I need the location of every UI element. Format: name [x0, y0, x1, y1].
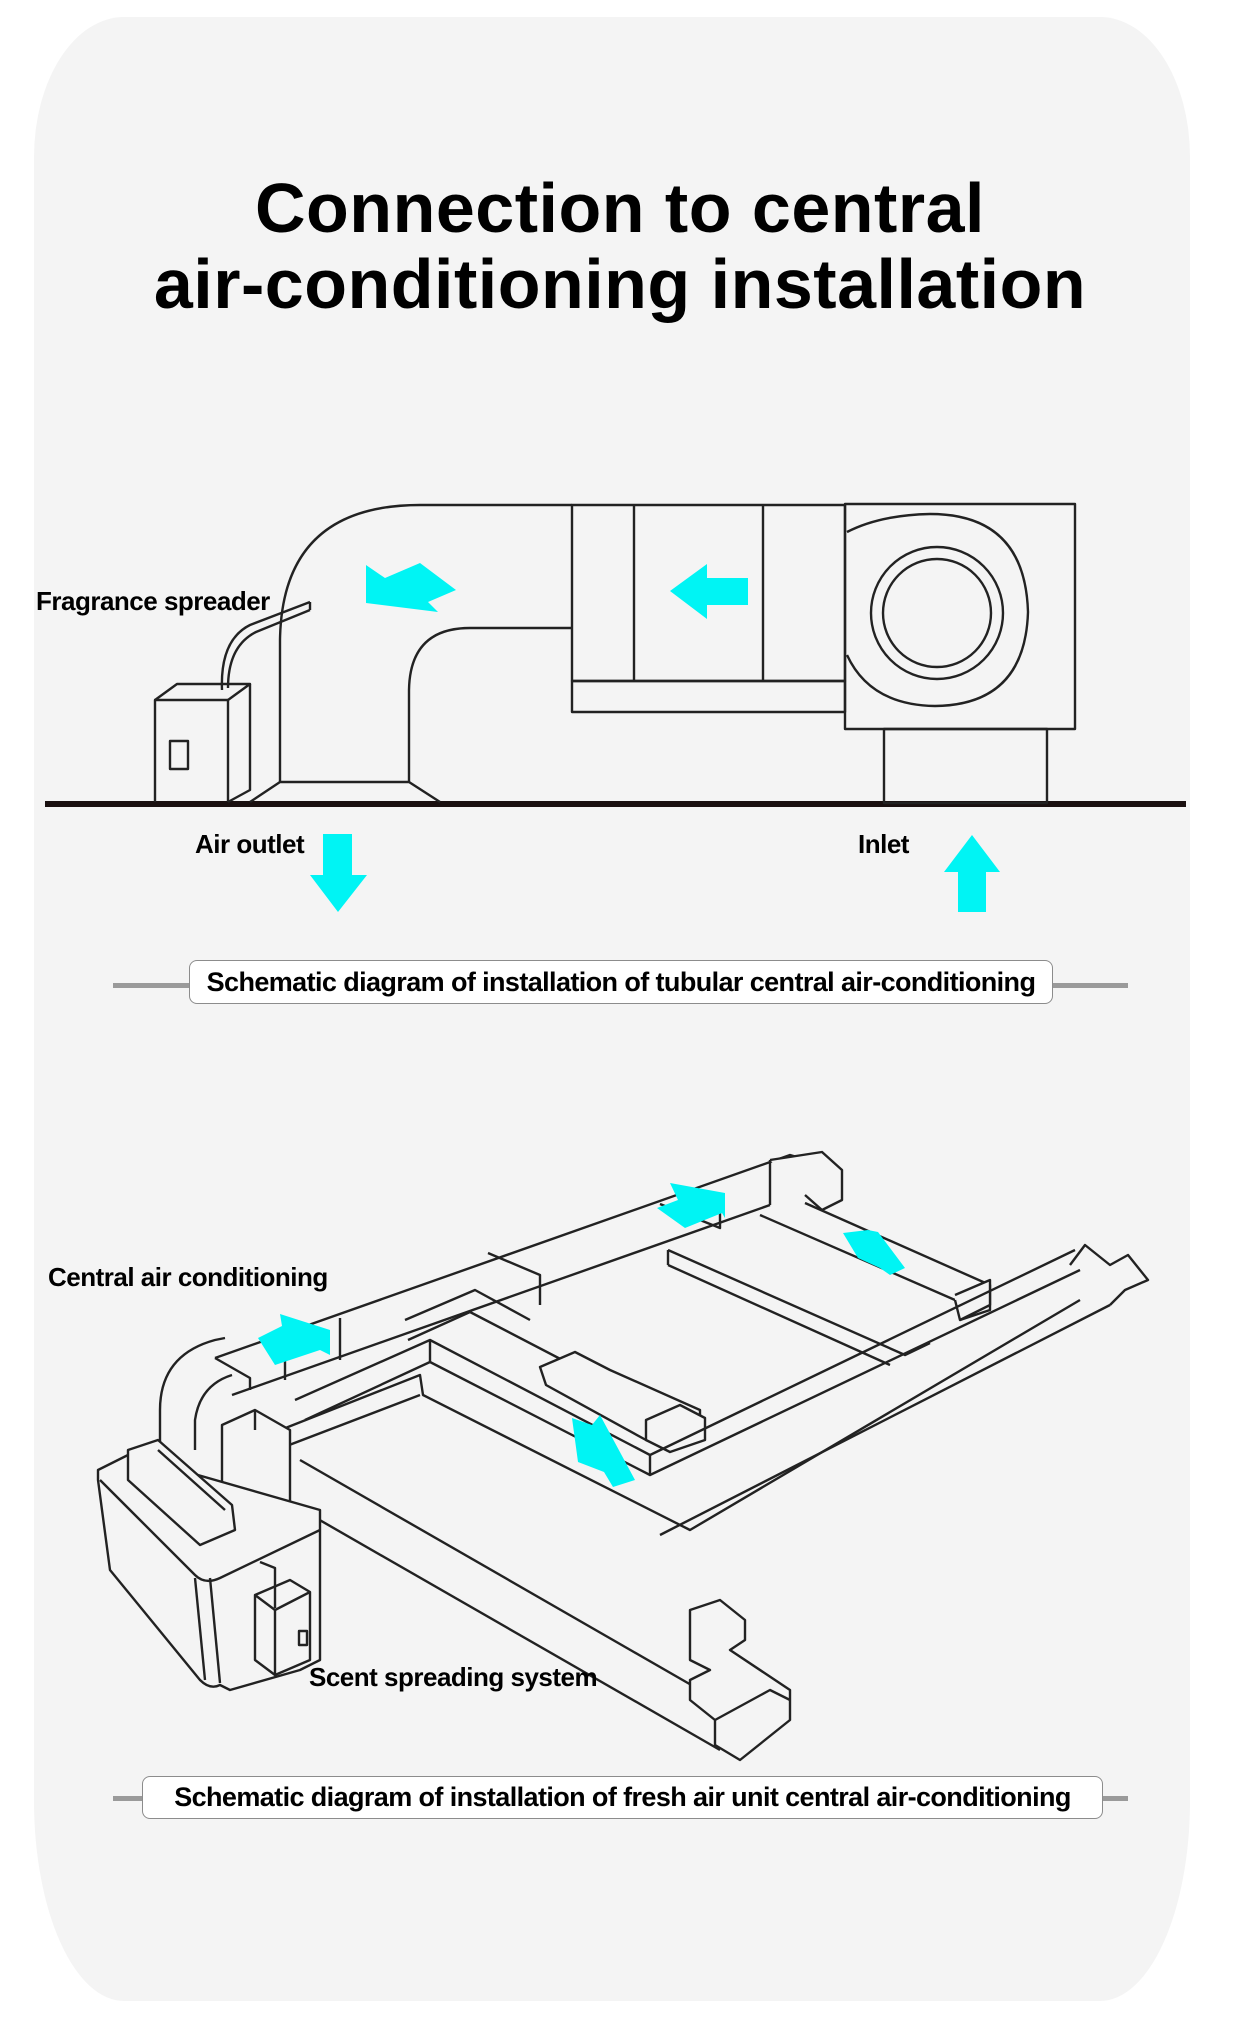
- title-line-1: Connection to central: [255, 169, 985, 247]
- label-inlet: Inlet: [858, 829, 909, 859]
- label-fragrance-spreader: Fragrance spreader: [36, 586, 270, 616]
- tubular-ac-diagram: [45, 502, 1186, 912]
- page-title: Connection to central air-conditioning i…: [0, 170, 1240, 322]
- coil-section: [570, 503, 847, 714]
- airflow-arrow-left-icon: [670, 564, 748, 619]
- inlet-arrow-up-icon: [944, 835, 1000, 912]
- title-line-2: air-conditioning installation: [153, 245, 1087, 323]
- elbow-duct: [249, 503, 572, 804]
- air-outlet-arrow-down-icon: [310, 834, 367, 912]
- fan-unit: [843, 502, 1077, 805]
- airflow-arrow-elbow-icon: [366, 563, 456, 612]
- label-scent-spreading-system: Scent spreading system: [309, 1662, 598, 1692]
- caption-tubular: Schematic diagram of installation of tub…: [189, 960, 1053, 1004]
- caption-fresh-air: Schematic diagram of installation of fre…: [142, 1776, 1103, 1819]
- label-central-air-conditioning: Central air conditioning: [48, 1262, 328, 1292]
- fragrance-spreader-device: [153, 600, 312, 804]
- label-air-outlet: Air outlet: [195, 829, 305, 859]
